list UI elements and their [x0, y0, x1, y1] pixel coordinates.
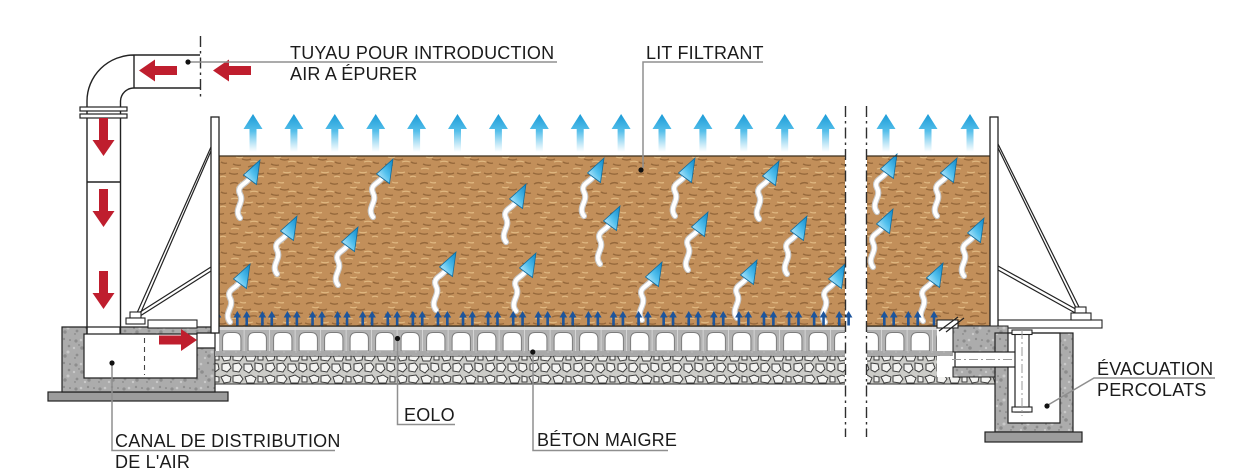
clean-air-arrow — [407, 114, 427, 152]
clean-air-arrow — [816, 114, 836, 152]
channel-cover-slab — [147, 319, 198, 329]
clean-air-arrow — [693, 114, 713, 152]
support-braces-right — [997, 143, 1092, 321]
clean-air-arrow — [325, 114, 345, 152]
label-leachate-line1: ÉVACUATION — [1097, 359, 1214, 379]
eolo-floor — [219, 325, 937, 351]
leader-dots — [109, 59, 1050, 409]
leader-air-channel — [111, 364, 335, 452]
duct-down-arrow — [92, 189, 115, 227]
leader-lean-concrete — [532, 354, 668, 452]
leader-leachate — [1047, 377, 1215, 406]
clean-air-arrow — [960, 114, 980, 152]
right-ground-slab — [997, 319, 1103, 329]
bed-wall-left — [210, 116, 220, 334]
clean-air-arrow — [734, 114, 754, 152]
support-braces-left — [125, 146, 212, 325]
clean-air-arrow — [611, 114, 631, 152]
duct-flange — [79, 113, 128, 119]
lean-concrete-layer — [214, 355, 995, 385]
filter-bed-left — [219, 156, 845, 326]
clean-air-arrow — [570, 114, 590, 152]
leachate-pit — [936, 316, 1083, 443]
end-cap-hatch — [938, 316, 965, 333]
label-lean-concrete: BÉTON MAIGRE — [537, 430, 678, 450]
leader-filter-bed — [642, 61, 763, 168]
label-eolo: EOLO — [404, 405, 455, 425]
clean-air-arrow — [918, 114, 938, 152]
clean-air-arrow — [775, 114, 795, 152]
clean-air-arrow — [529, 114, 549, 152]
label-air-channel-line1: CANAL DE DISTRIBUTION — [115, 431, 341, 451]
bed-wall-right — [989, 116, 999, 334]
inlet-air-arrow — [139, 59, 177, 82]
clean-air-arrow — [876, 114, 896, 152]
clean-air-arrow — [243, 114, 263, 152]
label-air-channel-line2: DE L'AIR — [115, 452, 191, 472]
screed-layer — [215, 351, 953, 356]
clean-air-arrow — [488, 114, 508, 152]
clean-air-arrows — [243, 114, 980, 152]
clean-air-arrow — [652, 114, 672, 152]
duct-down-arrow — [92, 118, 115, 156]
leader-eolo — [396, 339, 455, 426]
channel-concrete — [61, 326, 216, 393]
clean-air-arrow — [366, 114, 386, 152]
clean-air-arrow — [448, 114, 467, 152]
pit-base-slab — [984, 431, 1083, 443]
duct-flange — [79, 106, 128, 112]
channel-base-slab — [47, 391, 229, 402]
label-leachate-line2: PERCOLATS — [1097, 380, 1207, 400]
break-lines — [844, 106, 868, 437]
label-filter-bed: LIT FILTRANT — [646, 43, 764, 63]
air-distribution-channel — [47, 319, 229, 402]
label-pipe-intro-line2: AIR A ÉPURER — [290, 64, 418, 84]
clean-air-arrow — [284, 114, 304, 152]
duct-down-arrow — [92, 271, 115, 309]
inlet-duct — [79, 36, 202, 334]
leader-lines — [111, 61, 1215, 452]
label-pipe-intro-line1: TUYAU POUR INTRODUCTION — [290, 43, 555, 63]
inlet-air-arrow — [213, 59, 251, 82]
